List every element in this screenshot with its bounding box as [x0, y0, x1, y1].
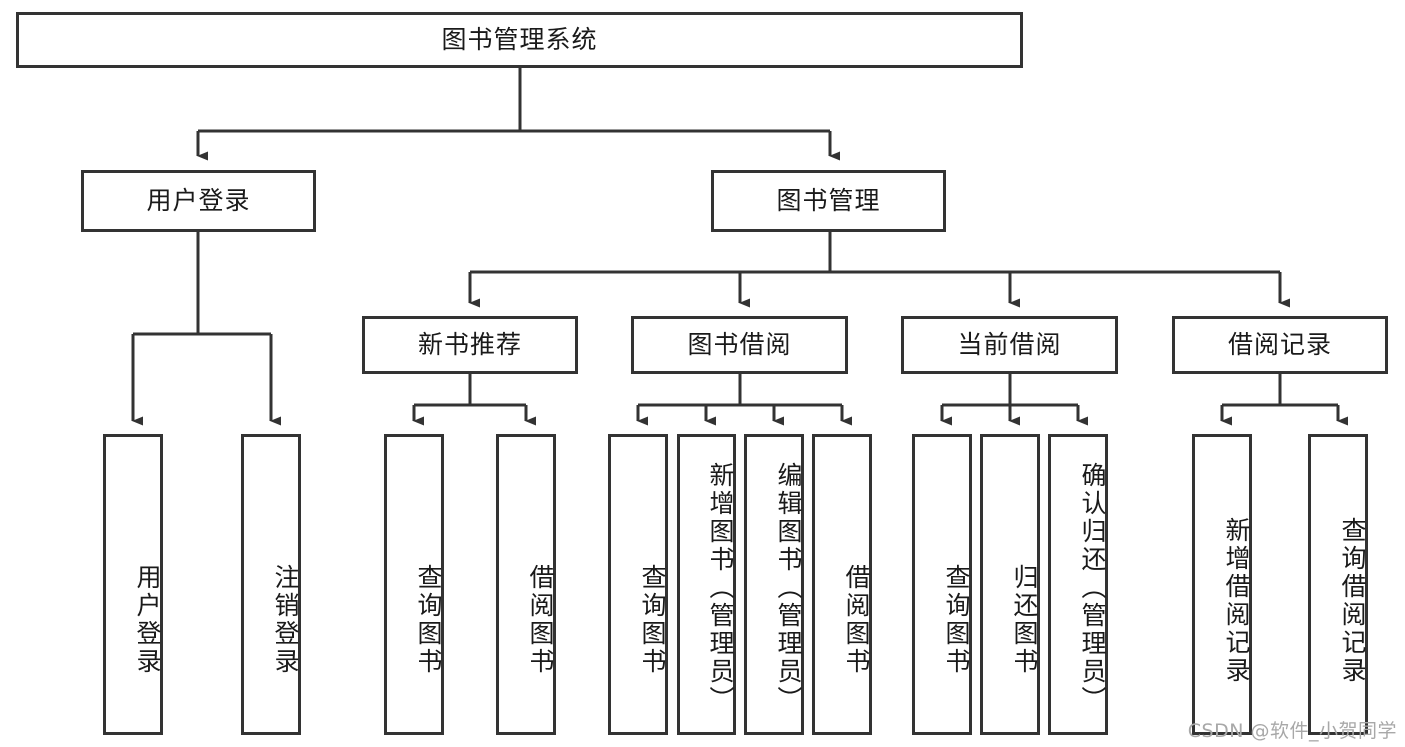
leaf-confirm-return-label: 确认归还（管理员） [1078, 461, 1107, 714]
leaf-user-login[interactable]: 用户登录 [103, 434, 163, 735]
leaf-add-book[interactable]: 新增图书（管理员） [677, 434, 736, 735]
node-book-borrow[interactable]: 图书借阅 [631, 316, 848, 374]
node-book-management[interactable]: 图书管理 [711, 170, 946, 232]
leaf-logout-login[interactable]: 注销登录 [241, 434, 301, 735]
node-borrow-record[interactable]: 借阅记录 [1172, 316, 1388, 374]
leaf-query-book-1-label: 查询图书 [414, 563, 443, 676]
leaf-query-record-label: 查询借阅记录 [1338, 516, 1367, 685]
node-new-book-recommend[interactable]: 新书推荐 [362, 316, 578, 374]
watermark-text: CSDN @软件_小贺同学 [1187, 720, 1397, 742]
leaf-borrow-book-2-label: 借阅图书 [842, 563, 871, 676]
leaf-user-login-label: 用户登录 [133, 563, 162, 676]
leaf-query-book-3-label: 查询图书 [942, 563, 971, 676]
leaf-edit-book[interactable]: 编辑图书（管理员） [744, 434, 804, 735]
node-book-management-label: 图书管理 [776, 185, 881, 215]
leaf-borrow-book-2[interactable]: 借阅图书 [812, 434, 872, 735]
leaf-logout-login-label: 注销登录 [271, 563, 300, 676]
leaf-add-book-label: 新增图书（管理员） [706, 461, 735, 714]
leaf-add-record-label: 新增借阅记录 [1222, 516, 1251, 685]
node-current-borrow[interactable]: 当前借阅 [901, 316, 1118, 374]
leaf-borrow-book-1[interactable]: 借阅图书 [496, 434, 556, 735]
leaf-query-record[interactable]: 查询借阅记录 [1308, 434, 1368, 735]
leaf-return-book-label: 归还图书 [1010, 563, 1039, 676]
node-current-borrow-label: 当前借阅 [957, 329, 1062, 359]
node-user-login-label: 用户登录 [146, 185, 251, 215]
node-root[interactable]: 图书管理系统 [16, 12, 1023, 68]
node-book-borrow-label: 图书借阅 [687, 329, 792, 359]
leaf-query-book-3[interactable]: 查询图书 [912, 434, 972, 735]
leaf-query-book-1[interactable]: 查询图书 [384, 434, 444, 735]
leaf-query-book-2[interactable]: 查询图书 [608, 434, 668, 735]
leaf-edit-book-label: 编辑图书（管理员） [774, 461, 803, 714]
node-borrow-record-label: 借阅记录 [1227, 329, 1332, 359]
leaf-borrow-book-1-label: 借阅图书 [526, 563, 555, 676]
node-root-label: 图书管理系统 [441, 24, 598, 54]
node-user-login[interactable]: 用户登录 [81, 170, 316, 232]
leaf-add-record[interactable]: 新增借阅记录 [1192, 434, 1252, 735]
leaf-return-book[interactable]: 归还图书 [980, 434, 1040, 735]
leaf-query-book-2-label: 查询图书 [638, 563, 667, 676]
leaf-confirm-return[interactable]: 确认归还（管理员） [1048, 434, 1108, 735]
node-new-book-recommend-label: 新书推荐 [417, 329, 522, 359]
